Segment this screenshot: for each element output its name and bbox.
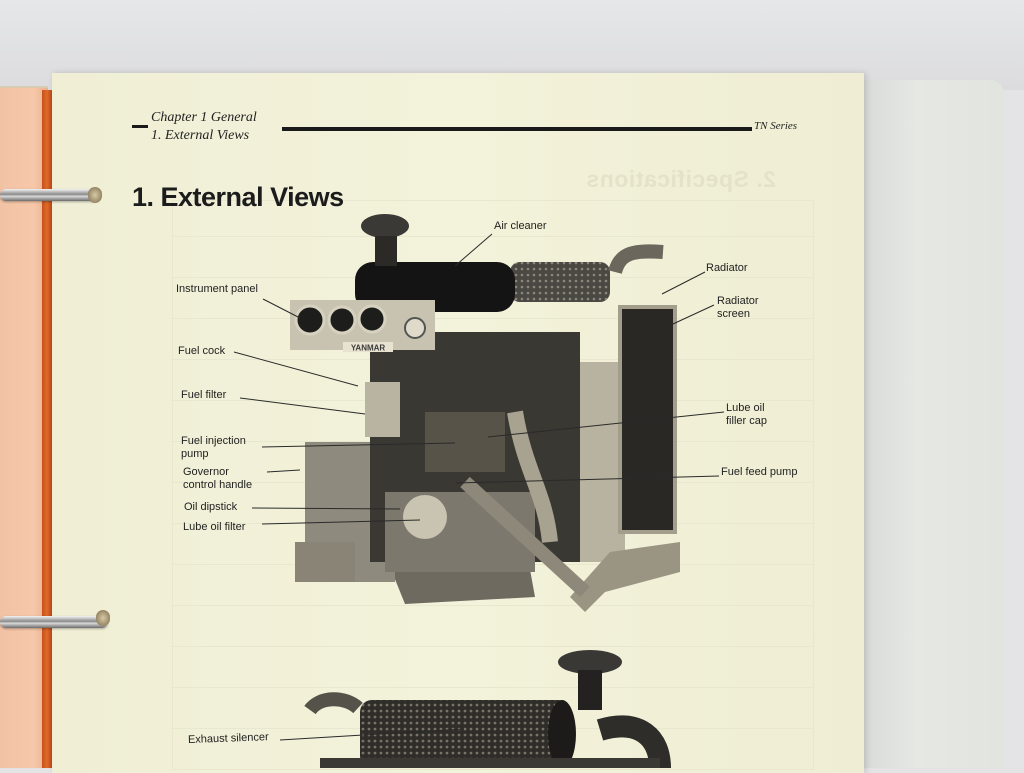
callout-radiator-screen-line2: screen (717, 308, 751, 320)
header-dash (132, 125, 148, 128)
callout-radiator-screen: Radiator screen (717, 295, 759, 321)
engine-photo-figure: YANMAR (290, 214, 680, 612)
page-title: 1. External Views (132, 182, 344, 213)
binder-ring-post-top (88, 187, 102, 203)
callout-lube-oil-filler-cap-line1: Lube oil (726, 402, 765, 414)
engine-photo-figure-2 (304, 650, 671, 768)
callout-radiator: Radiator (706, 262, 748, 274)
header-chapter: Chapter 1 General (151, 110, 257, 125)
callout-oil-dipstick: Oil dipstick (184, 501, 238, 513)
callout-fuel-injection-pump: Fuel injection pump (181, 435, 246, 461)
binder-ring-bottom (0, 616, 108, 628)
header-rule (282, 127, 752, 131)
callout-fuel-feed-pump: Fuel feed pump (721, 466, 798, 478)
callout-instrument-panel: Instrument panel (176, 283, 258, 295)
callout-fuel-injection-pump-line1: Fuel injection (181, 435, 246, 447)
binder-ring-post-bottom (96, 610, 110, 626)
callout-fuel-filter: Fuel filter (181, 389, 227, 401)
brand-plate: YANMAR (351, 344, 386, 353)
ghost-through-title: 2. Specifications (586, 166, 777, 192)
header-section: 1. External Views (151, 128, 250, 143)
callout-governor-line2: control handle (183, 479, 253, 491)
callout-radiator-screen-line1: Radiator (717, 295, 759, 307)
callout-fuel-cock: Fuel cock (178, 345, 226, 357)
callout-fuel-injection-pump-line2: pump (181, 448, 209, 460)
header-series: TN Series (754, 120, 798, 132)
binder-spine-edge (42, 90, 52, 768)
binder-left-cover (0, 88, 48, 768)
callout-governor-line1: Governor (183, 466, 229, 478)
binder-right-cover (858, 80, 1004, 768)
callout-governor-control-handle: Governor control handle (183, 466, 252, 492)
binder-ring-top (0, 189, 100, 201)
callout-lube-oil-filler-cap: Lube oil filler cap (726, 402, 767, 428)
callout-air-cleaner: Air cleaner (494, 220, 547, 232)
callout-lube-oil-filler-cap-line2: filler cap (726, 415, 767, 427)
callout-lube-oil-filter: Lube oil filter (183, 521, 246, 533)
